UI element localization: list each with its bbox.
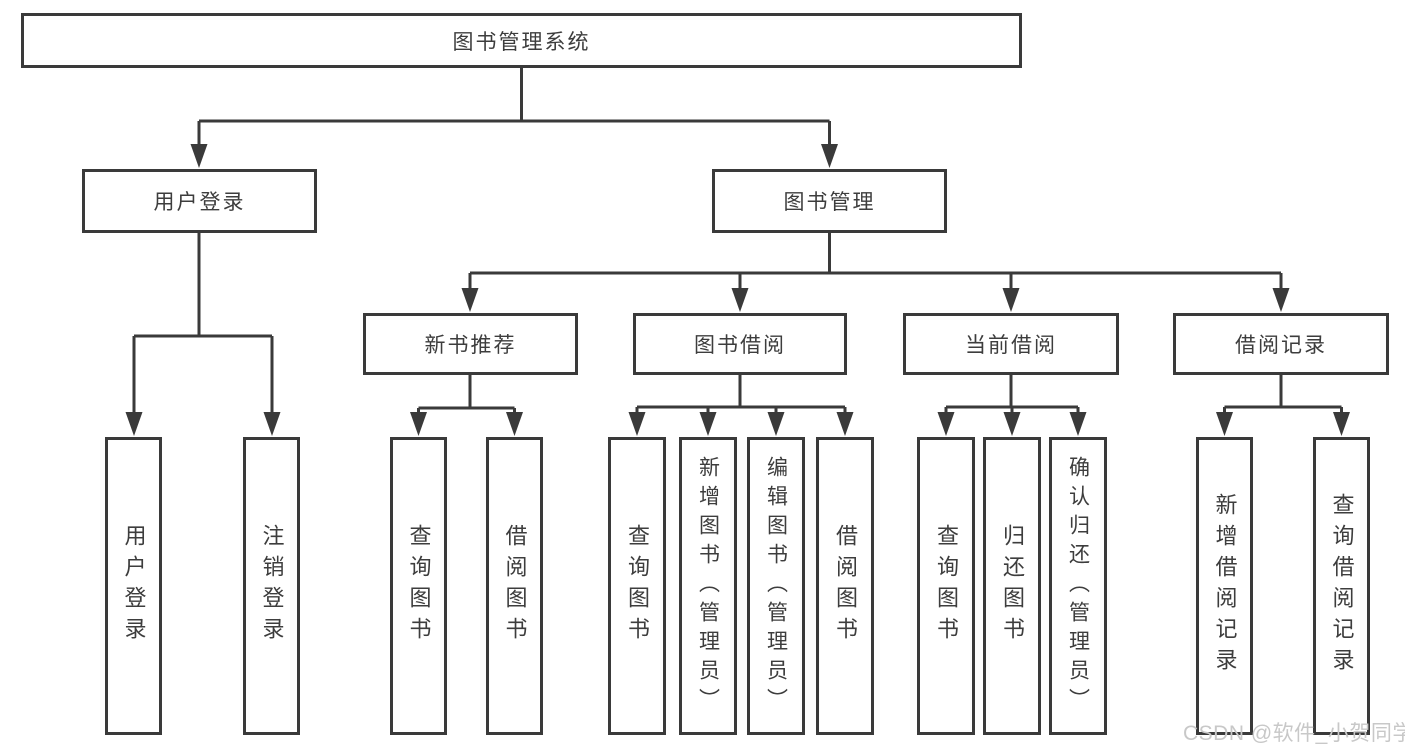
connector-new-book-children (410, 375, 523, 436)
arrow-down-icon (731, 288, 749, 312)
arrow-down-icon (821, 144, 838, 168)
arrow-down-icon (1216, 412, 1233, 436)
leaf-query-books-3: 查询图书 (917, 437, 975, 735)
leaf-query-books-2: 查询图书 (608, 437, 666, 735)
arrow-down-icon (1069, 412, 1087, 436)
node-borrow-records: 借阅记录 (1173, 313, 1389, 375)
connector-book-management-children (461, 233, 1290, 312)
arrow-down-icon (461, 288, 479, 312)
arrow-down-icon (836, 412, 854, 436)
arrow-down-icon (767, 412, 785, 436)
arrow-down-icon (628, 412, 646, 436)
arrow-down-icon (506, 412, 523, 436)
node-borrow-records-label: 借阅记录 (1235, 334, 1327, 357)
leaf-confirm-return-admin: 确认归还（管理员） (1049, 437, 1107, 735)
leaf-borrow-books-2-label: 借阅图书 (833, 524, 858, 648)
arrow-down-icon (263, 412, 281, 436)
node-book-management-label: 图书管理 (783, 191, 876, 214)
arrow-down-icon (1272, 288, 1290, 312)
arrow-down-icon (1002, 288, 1020, 312)
leaf-borrow-books-2: 借阅图书 (816, 437, 874, 735)
node-current-borrow: 当前借阅 (903, 313, 1119, 375)
leaf-edit-books-admin: 编辑图书（管理员） (747, 437, 805, 735)
leaf-query-books-1-label: 查询图书 (406, 524, 432, 648)
node-new-book-recommend: 新书推荐 (363, 313, 578, 375)
leaf-query-books-3-label: 查询图书 (934, 524, 959, 648)
arrow-down-icon (937, 412, 955, 436)
leaf-query-books-2-label: 查询图书 (625, 524, 650, 648)
leaf-add-books-admin-label: 新增图书（管理员） (696, 455, 720, 717)
node-root: 图书管理系统 (21, 13, 1022, 68)
node-book-borrow: 图书借阅 (633, 313, 847, 375)
leaf-borrow-books-1-label: 借阅图书 (502, 524, 528, 648)
leaf-add-books-admin: 新增图书（管理员） (679, 437, 737, 735)
node-user-login-label: 用户登录 (153, 191, 246, 214)
leaf-query-borrow-record: 查询借阅记录 (1313, 437, 1370, 735)
arrow-down-icon (1333, 412, 1350, 436)
leaf-confirm-return-admin-label: 确认归还（管理员） (1066, 455, 1090, 717)
leaf-return-books: 归还图书 (983, 437, 1041, 735)
arrow-down-icon (125, 412, 143, 436)
node-root-label: 图书管理系统 (452, 30, 591, 54)
node-book-borrow-label: 图书借阅 (694, 334, 786, 357)
leaf-add-borrow-record: 新增借阅记录 (1196, 437, 1253, 735)
connector-borrow-records-children (1216, 375, 1350, 436)
node-user-login: 用户登录 (82, 169, 317, 233)
csdn-watermark: CSDN @软件_小贺同学 (1183, 722, 1405, 745)
leaf-return-books-label: 归还图书 (1000, 524, 1025, 648)
leaf-logout-label: 注销登录 (259, 524, 285, 648)
leaf-user-login: 用户登录 (105, 437, 162, 735)
connector-user-login-children (125, 233, 281, 436)
connector-book-borrow-children (628, 375, 854, 436)
node-book-management: 图书管理 (712, 169, 947, 233)
leaf-add-borrow-record-label: 新增借阅记录 (1212, 493, 1238, 679)
arrow-down-icon (190, 144, 208, 168)
leaf-user-login-label: 用户登录 (121, 524, 147, 648)
arrow-down-icon (699, 412, 717, 436)
leaf-query-borrow-record-label: 查询借阅记录 (1329, 493, 1355, 679)
leaf-edit-books-admin-label: 编辑图书（管理员） (764, 455, 788, 717)
leaf-borrow-books-1: 借阅图书 (486, 437, 543, 735)
node-current-borrow-label: 当前借阅 (965, 334, 1057, 357)
leaf-query-books-1: 查询图书 (390, 437, 447, 735)
arrow-down-icon (1003, 412, 1021, 436)
arrow-down-icon (410, 412, 427, 436)
connector-current-borrow-children (937, 375, 1087, 436)
connector-root-to-level2 (190, 68, 838, 168)
leaf-logout: 注销登录 (243, 437, 300, 735)
node-new-book-recommend-label: 新书推荐 (424, 334, 517, 357)
